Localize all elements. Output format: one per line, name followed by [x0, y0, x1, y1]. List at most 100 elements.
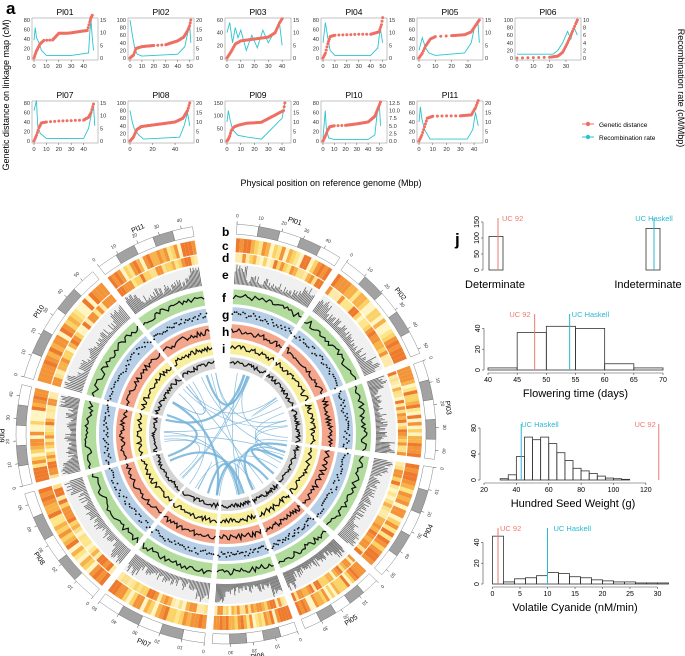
- track-dot: [184, 319, 187, 321]
- track-dot: [328, 373, 331, 375]
- track-dot: [212, 553, 215, 556]
- track-dot: [114, 381, 117, 384]
- y-right-tick-label: 0: [293, 139, 296, 145]
- ideogram-tick: [429, 381, 433, 383]
- density-bar: [345, 339, 352, 345]
- y-left-tick-label: 80: [313, 101, 319, 107]
- density-bar: [218, 583, 221, 603]
- track-dot: [167, 538, 170, 541]
- track-dot: [107, 443, 110, 446]
- ideogram-tick-label: 10: [110, 243, 118, 251]
- heat-cell: [55, 490, 65, 498]
- genetic-distance-point: [420, 51, 424, 55]
- density-bar: [373, 403, 379, 406]
- y-right-tick-label: 0: [485, 56, 488, 62]
- density-bar: [368, 384, 382, 390]
- track-dot: [321, 355, 324, 358]
- genetic-distance-point: [420, 133, 424, 137]
- panel-a-xlabel: Physical position on reference genome (M…: [240, 178, 421, 188]
- density-bar: [66, 459, 79, 463]
- heat-cell: [397, 435, 407, 440]
- density-bar: [159, 288, 165, 298]
- density-bar: [66, 484, 85, 492]
- ideogram-block: [424, 438, 437, 460]
- heat-cell: [237, 615, 242, 630]
- density-bar: [93, 347, 101, 353]
- density-bar: [250, 276, 254, 287]
- heat-cell: [396, 494, 412, 503]
- x-tick-label: 20: [251, 64, 257, 70]
- heat-cell: [45, 448, 55, 453]
- ideogram-block: [400, 331, 421, 358]
- track-dot: [288, 327, 290, 330]
- heat-cell: [176, 243, 184, 258]
- heat-cell: [299, 599, 309, 614]
- ideogram-tick: [158, 633, 161, 637]
- track-dot: [332, 375, 335, 378]
- ideogram-tick: [20, 375, 25, 378]
- heat-cell: [225, 605, 229, 615]
- density-bar: [360, 499, 372, 505]
- track-dot: [345, 447, 348, 450]
- y-right-tick-label: 5: [485, 43, 488, 49]
- track-dot: [110, 393, 113, 395]
- heat-cell: [271, 599, 277, 609]
- x-tick-label: 40: [80, 64, 86, 70]
- heat-cell: [183, 241, 191, 257]
- heat-cell: [378, 530, 393, 542]
- density-bar: [141, 301, 147, 308]
- heat-cell: [60, 357, 71, 365]
- heat-cell: [371, 540, 386, 552]
- track-dot: [125, 364, 128, 367]
- track-dot: [284, 329, 287, 332]
- density-bar: [159, 293, 163, 299]
- track-background: [297, 449, 335, 508]
- synteny-link: [172, 401, 220, 496]
- track-dot: [321, 502, 324, 504]
- subplot-frame: [416, 17, 484, 61]
- genetic-distance-point: [189, 18, 193, 22]
- y-right-tick-label: 10: [196, 120, 202, 126]
- heat-cell: [32, 462, 47, 469]
- density-bar: [149, 565, 155, 575]
- y-tick-label: 50: [474, 250, 481, 258]
- ideogram-tick: [74, 581, 77, 584]
- track-dot: [332, 482, 335, 484]
- density-bar: [254, 581, 257, 588]
- track-dot: [334, 387, 336, 390]
- x-tick-label: 30: [654, 591, 662, 598]
- heat-cell: [302, 597, 312, 612]
- track-background: [103, 335, 155, 404]
- bar: [514, 578, 526, 585]
- genetic-distance-point: [444, 34, 448, 38]
- density-bar: [134, 294, 145, 309]
- marker-label: UC Haskell: [572, 310, 610, 319]
- track-dot: [183, 321, 186, 324]
- track-dot: [293, 529, 296, 532]
- heat-cell: [362, 304, 377, 317]
- density-bar: [66, 385, 83, 392]
- density-bar: [169, 288, 173, 295]
- chromosome-label: Pl01: [287, 216, 303, 227]
- density-bar: [300, 564, 304, 569]
- heat-cell: [397, 416, 407, 421]
- genetic-distance-point: [568, 36, 572, 40]
- y-left-tick-label: 0: [123, 139, 126, 145]
- heat-cell: [250, 239, 256, 255]
- track-dot: [145, 526, 148, 529]
- density-bar: [158, 568, 161, 573]
- heat-cell: [315, 579, 323, 589]
- density-bar: [110, 536, 117, 542]
- heat-cell: [240, 615, 245, 630]
- density-bar: [254, 281, 257, 287]
- density-bar: [368, 381, 387, 389]
- density-bar: [301, 563, 306, 571]
- track-dot: [251, 551, 254, 554]
- heat-cell: [407, 432, 422, 437]
- heat-cell: [161, 605, 171, 621]
- y-tick-label: 150: [474, 216, 481, 228]
- density-bar: [344, 524, 360, 536]
